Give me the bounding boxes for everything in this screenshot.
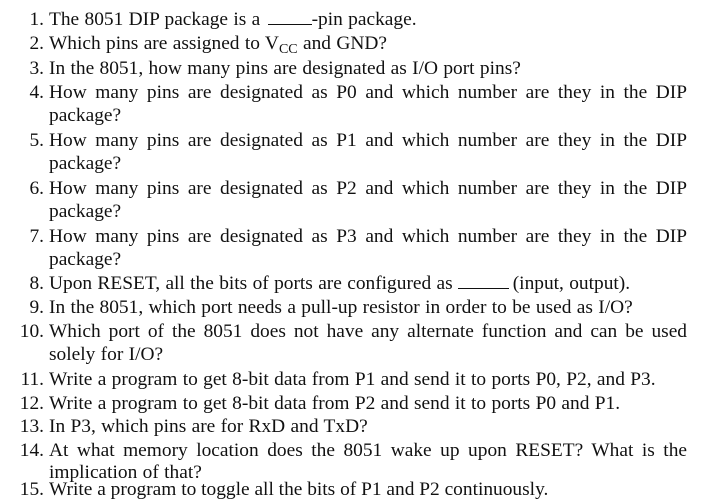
question-15-partial: 15. Write a program to toggle all the bi… (0, 478, 701, 500)
question-text-line-2: package? (49, 105, 122, 126)
question-number: 6. (29, 178, 44, 199)
question-text: Which pins are assigned to VCC and GND? (49, 33, 387, 57)
question-number: 9. (29, 297, 44, 318)
answer-blank (457, 273, 509, 289)
question-number: 8. (29, 273, 44, 294)
question-number: 2. (29, 33, 44, 54)
question-number: 15. (19, 479, 44, 500)
question-text-line-1: How many pins are designated as P2 and w… (49, 178, 687, 199)
question-number: 4. (29, 82, 44, 103)
question-text-line-2: package? (49, 153, 122, 174)
question-number: 14. (19, 440, 44, 461)
question-text-line-2: implication of that? (49, 462, 202, 483)
question-list: 1. The 8051 DIP package is a -pin packag… (0, 9, 701, 500)
question-text-line-1: At what memory location does the 8051 wa… (49, 440, 687, 461)
question-text: Write a program to toggle all the bits o… (49, 479, 549, 500)
question-text: Write a program to get 8-bit data from P… (49, 393, 621, 414)
question-number: 11. (20, 369, 44, 390)
question-text-line-1: How many pins are designated as P0 and w… (49, 82, 687, 103)
question-text-line-1: How many pins are designated as P1 and w… (49, 130, 687, 151)
question-number: 7. (29, 226, 44, 247)
question-number: 3. (29, 58, 44, 79)
question-number: 13. (19, 416, 44, 437)
question-text: The 8051 DIP package is a -pin package. (49, 9, 417, 30)
question-text: In the 8051, which port needs a pull-up … (49, 297, 633, 318)
question-number: 1. (29, 9, 44, 30)
question-text: In P3, which pins are for RxD and TxD? (49, 416, 368, 437)
question-number: 5. (29, 130, 44, 151)
question-text-line-1: Which port of the 8051 does not have any… (49, 321, 687, 342)
question-text: Upon RESET, all the bits of ports are co… (49, 273, 631, 294)
question-text-line-2: package? (49, 249, 122, 270)
question-text: In the 8051, how many pins are designate… (49, 58, 521, 79)
question-text-line-2: package? (49, 201, 122, 222)
question-number: 12. (19, 393, 44, 414)
question-text-line-1: How many pins are designated as P3 and w… (49, 226, 687, 247)
question-number: 10. (19, 321, 44, 342)
question-text-line-2: solely for I/O? (49, 344, 164, 365)
question-text: Write a program to get 8-bit data from P… (49, 369, 656, 390)
answer-blank (267, 9, 312, 25)
